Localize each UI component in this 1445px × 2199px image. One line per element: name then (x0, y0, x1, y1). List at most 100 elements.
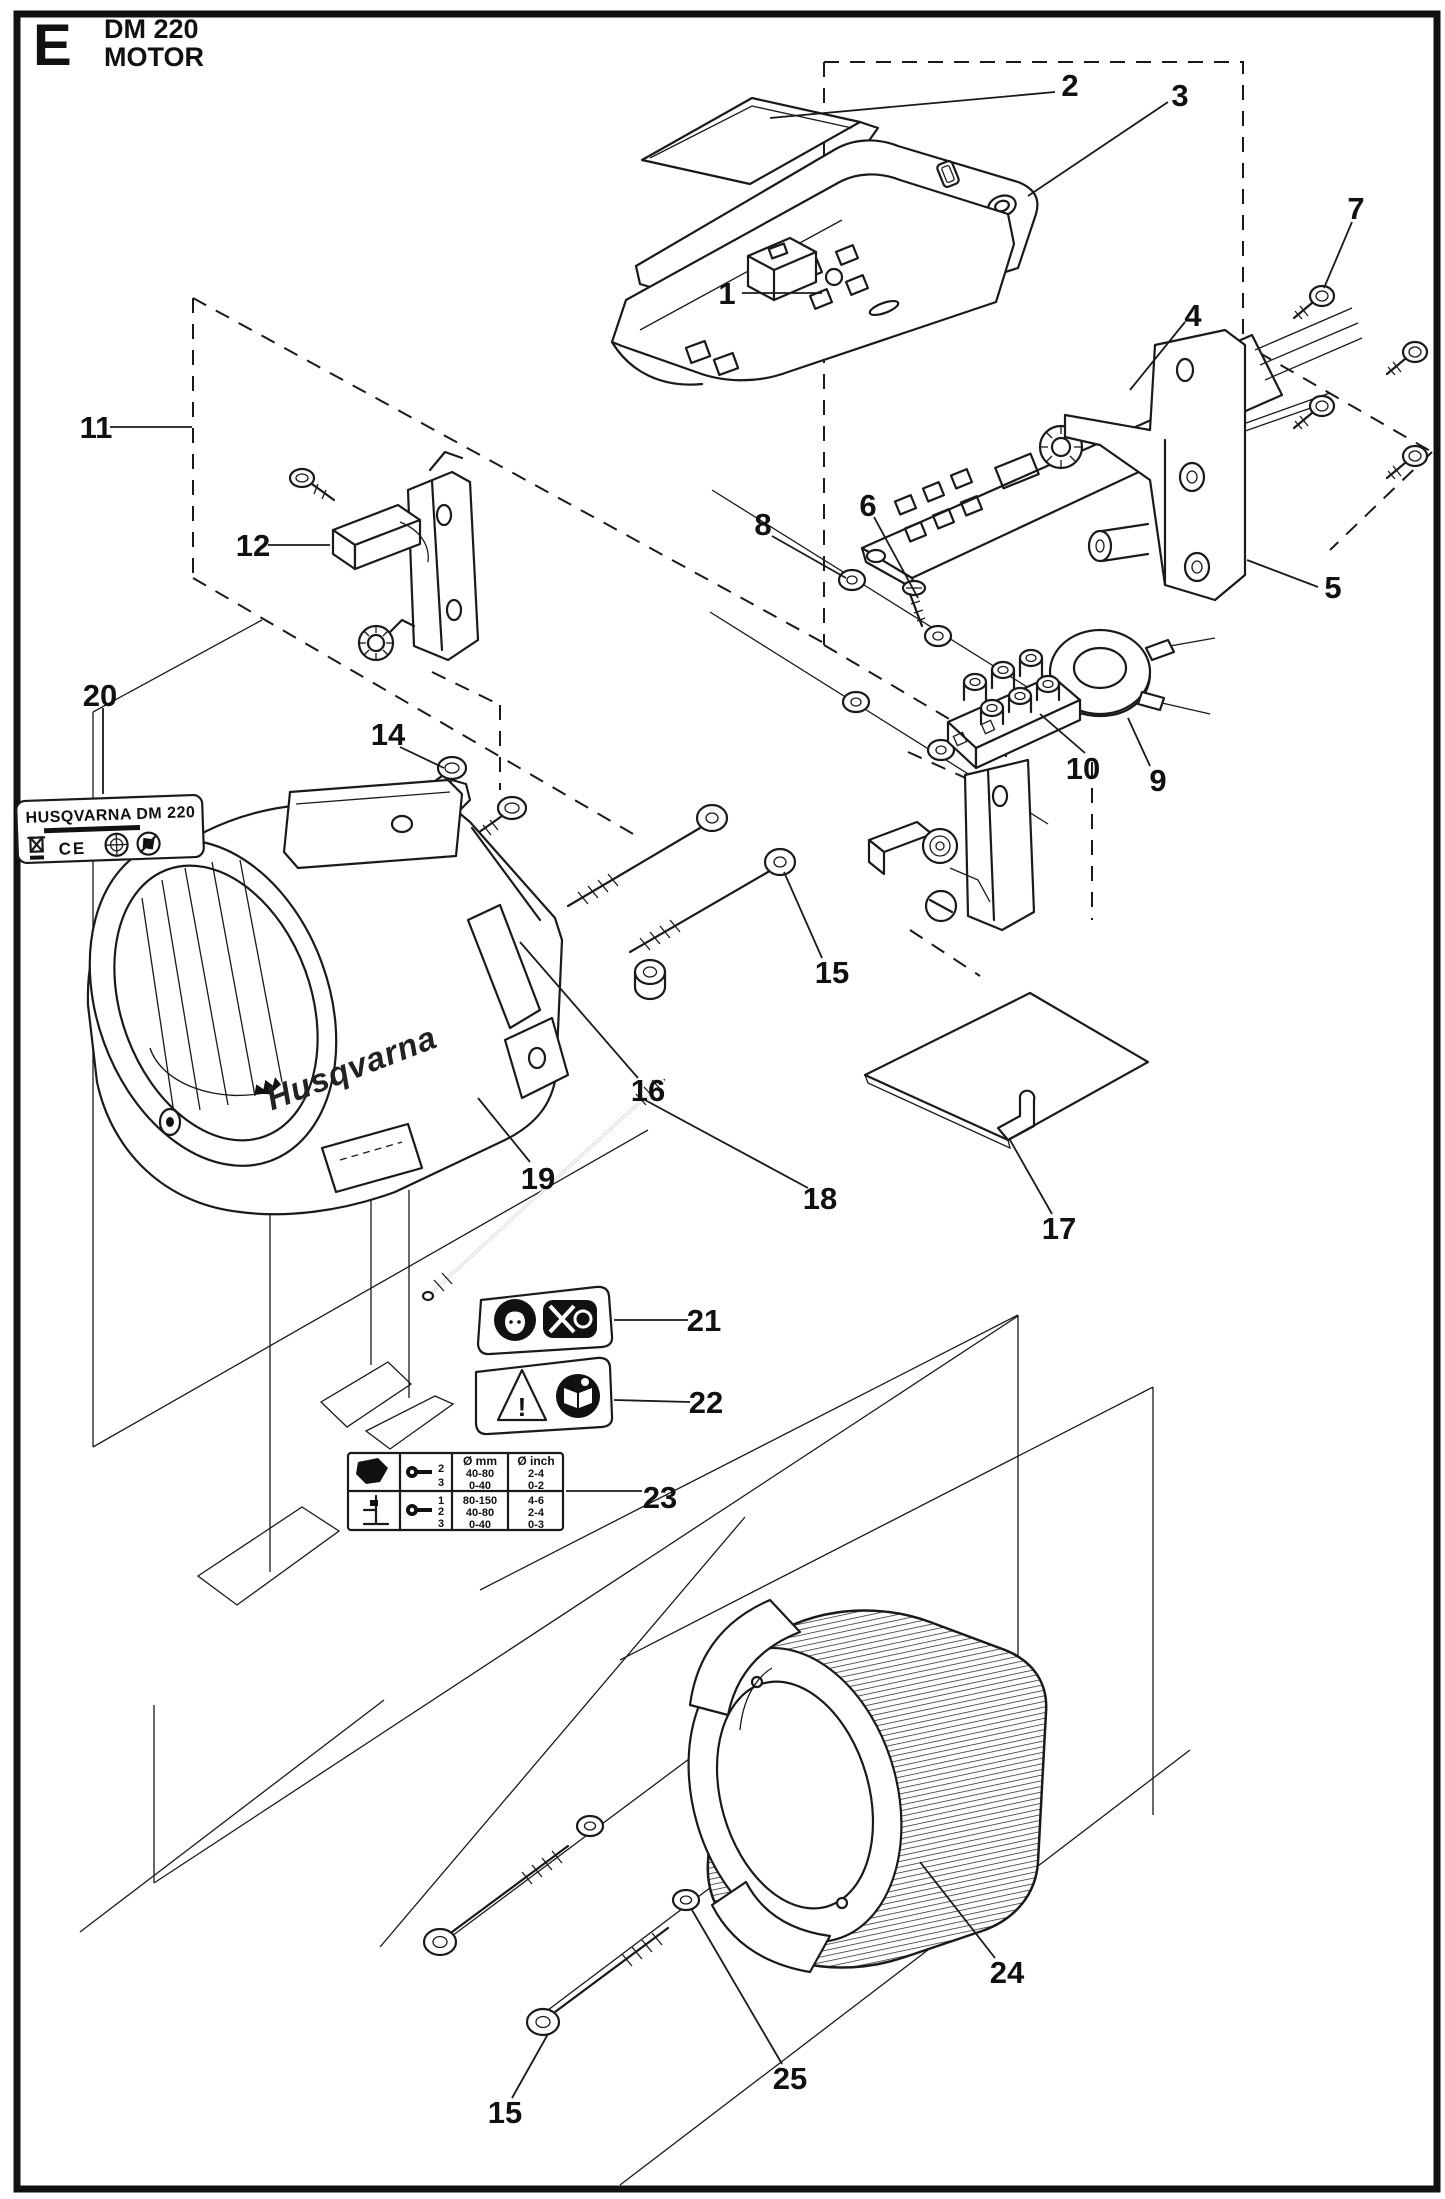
callout-10: 10 (1066, 751, 1100, 786)
washer-icon (837, 568, 867, 592)
callout-12: 12 (236, 528, 270, 563)
part-bolts-15-middle (566, 803, 797, 954)
svg-text:0-2: 0-2 (528, 1480, 544, 1492)
washer-icon (926, 738, 956, 762)
part-cover-plate-2 (640, 96, 880, 186)
lamination-ribs (141, 859, 283, 1121)
svg-text:0-40: 0-40 (469, 1519, 491, 1531)
callout-19: 19 (521, 1161, 555, 1196)
callout-17: 17 (1042, 1211, 1076, 1246)
part-bracket-5 (1063, 328, 1247, 602)
screw-icon (466, 795, 528, 842)
callout-24: 24 (990, 1955, 1025, 1990)
svg-text:40-80: 40-80 (466, 1507, 494, 1519)
round-emblem-1-icon (104, 832, 129, 857)
part-screw-6 (901, 579, 927, 628)
callout-25: 25 (773, 2061, 807, 2096)
part-stator-24 (687, 1598, 1048, 1974)
sticker-placement-outlines (196, 1361, 455, 1606)
callout-15a: 15 (815, 955, 849, 990)
callout-6: 6 (859, 488, 876, 523)
callout-22: 22 (689, 1385, 723, 1420)
warning-triangle-icon: ! (496, 1368, 548, 1422)
terminal-screws (962, 648, 1061, 726)
callout-23: 23 (643, 1480, 677, 1515)
screw-icon (1292, 394, 1336, 430)
callout-11: 11 (80, 410, 113, 445)
svg-text:3: 3 (438, 1477, 444, 1489)
part-bolts-15-bottom (422, 1844, 670, 2037)
pole-shoe (688, 1598, 802, 1717)
carbon-brush (331, 503, 422, 571)
part-terminal-block-10 (946, 648, 1082, 770)
part-rod-18 (421, 1078, 666, 1302)
washer-icon (841, 690, 871, 714)
section-title: MOTOR (104, 42, 204, 72)
frame-letter: E (33, 13, 72, 78)
callout-14: 14 (371, 717, 406, 752)
handheld-drill-icon (356, 1458, 388, 1484)
part-warning-sticker-21 (476, 1285, 614, 1356)
round-emblem-2-icon (136, 831, 161, 856)
bolt-icon (525, 1926, 670, 2037)
callout-5: 5 (1324, 570, 1341, 605)
ce-mark-icon: CE (58, 839, 86, 859)
part-screws-7 (1292, 284, 1429, 480)
callout-16: 16 (631, 1073, 665, 1108)
no-tools-crossed-icon (543, 1300, 597, 1338)
callout-21: 21 (687, 1303, 721, 1338)
callout-4: 4 (1184, 298, 1202, 333)
callout-8: 8 (754, 507, 771, 542)
part-model-label-20: HUSQVARNA DM 220 CE (15, 793, 205, 865)
read-manual-icon (556, 1374, 600, 1418)
bolt-icon (566, 803, 729, 908)
bottom-lug (320, 1122, 424, 1194)
ear-protection-icon (494, 1299, 536, 1341)
washer-icon (575, 1814, 605, 1838)
callout-1: 1 (718, 276, 735, 311)
svg-text:!: ! (518, 1392, 527, 1422)
spacer-icon (633, 958, 667, 1001)
screw-icon (1292, 284, 1336, 320)
part-brush-holder-12 (288, 450, 480, 662)
leader-lines (102, 91, 1353, 2099)
callout-2: 2 (1061, 68, 1078, 103)
side-fins (466, 826, 570, 1100)
bolt-icon (422, 1844, 570, 1957)
drill-stand-icon (362, 1494, 390, 1526)
gear-key-icon (406, 1466, 432, 1478)
callout-18: 18 (803, 1181, 837, 1216)
screw-icon (1385, 340, 1429, 376)
part-gear-table-23: 2 3 1 2 3 Ø mm 40-80 0-40 80-150 40-80 0… (346, 1451, 565, 1532)
bolt-icon (628, 847, 797, 954)
callout-7: 7 (1347, 191, 1364, 226)
part-toroid-9 (1048, 628, 1216, 718)
callout-3: 3 (1171, 78, 1188, 113)
callout-15b: 15 (488, 2095, 522, 2130)
weee-crossed-bin-icon (27, 836, 46, 860)
svg-text:80-150: 80-150 (463, 1495, 497, 1507)
model-title: DM 220 (104, 14, 199, 44)
svg-text:Ø inch: Ø inch (517, 1454, 554, 1468)
part-plate-17 (863, 991, 1150, 1150)
part-washers-25 (575, 1814, 701, 1912)
knurled-cap-icon (357, 618, 416, 662)
svg-text:2: 2 (438, 1506, 444, 1518)
page-border (13, 10, 1441, 2193)
callout-9: 9 (1149, 763, 1166, 798)
washer-icon (671, 1888, 701, 1912)
part-warning-sticker-22: ! (474, 1356, 614, 1436)
rocker-switch-icon (994, 452, 1040, 490)
part-switch-4 (746, 236, 818, 302)
screw-icon (288, 467, 336, 502)
svg-text:40-80: 40-80 (466, 1468, 494, 1480)
screw-icon (1385, 444, 1429, 480)
callout-20: 20 (83, 678, 117, 713)
washer-icon (923, 624, 953, 648)
svg-text:0-40: 0-40 (469, 1480, 491, 1492)
part-motor-housing-19: Husqvarna (86, 778, 570, 1216)
page-header: E DM 220 MOTOR (33, 13, 204, 78)
board-buttons (893, 468, 984, 543)
assembly-planes (79, 619, 1191, 2186)
